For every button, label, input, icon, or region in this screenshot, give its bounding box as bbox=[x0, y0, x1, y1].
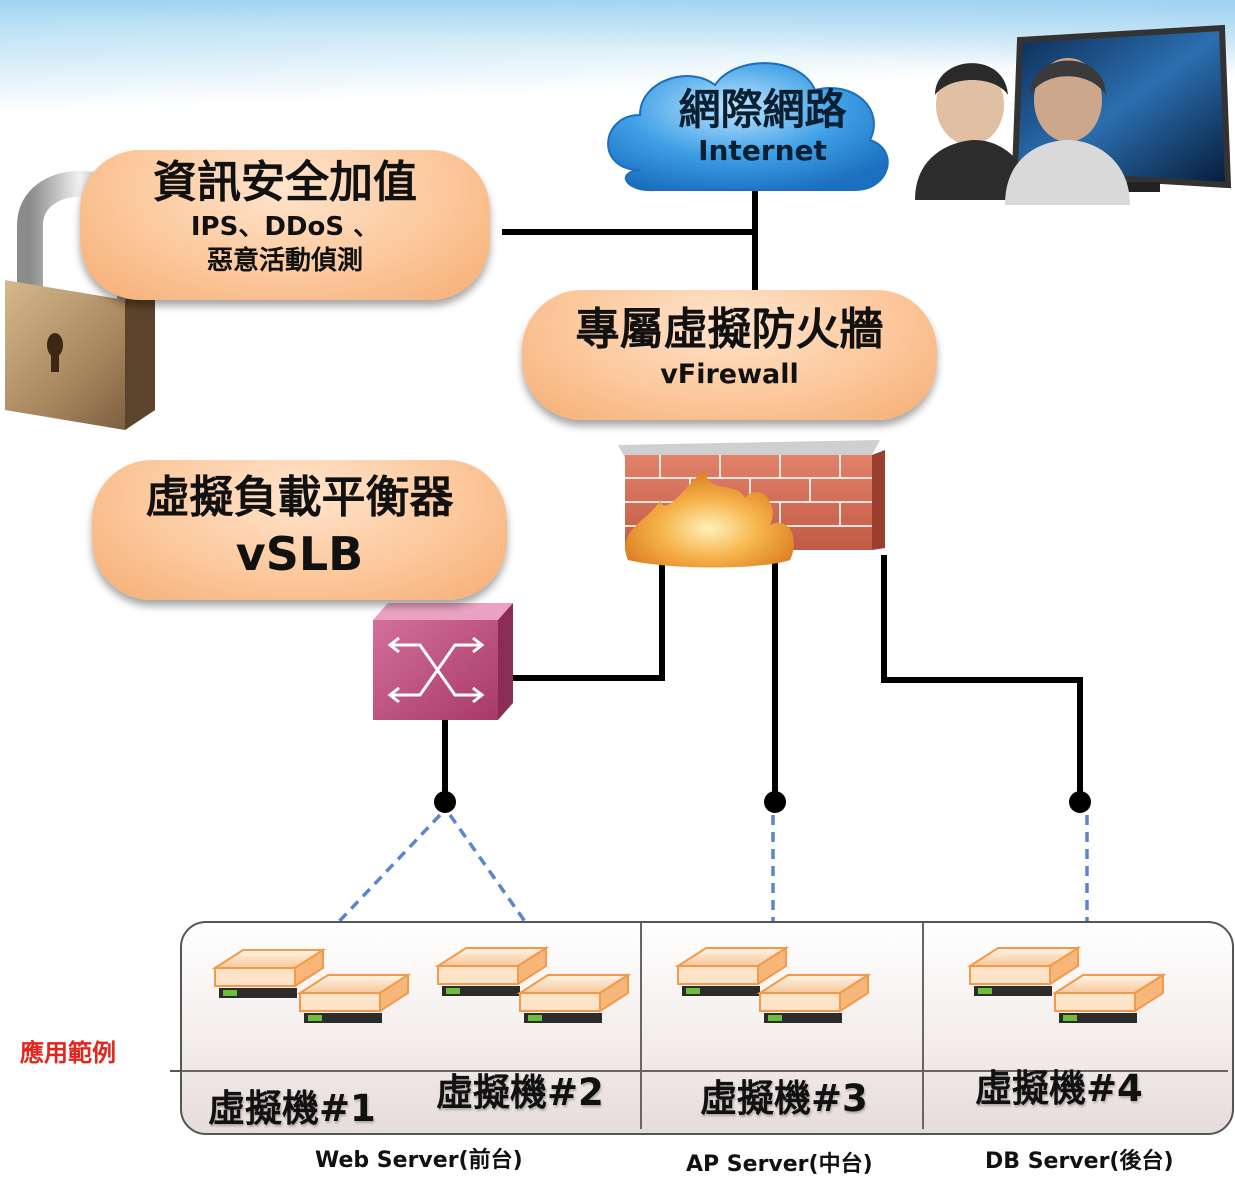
panel-divider-2 bbox=[922, 923, 924, 1129]
firewall-pill: 專屬虛擬防火牆 vFirewall bbox=[522, 290, 937, 420]
panel-divider-1 bbox=[640, 923, 642, 1129]
server-stack-icon bbox=[969, 947, 1164, 1024]
vm-label-4: 虛擬機#4 bbox=[975, 1067, 1143, 1110]
cloud-icon bbox=[607, 62, 889, 192]
users-monitor-icon bbox=[915, 24, 1232, 205]
vm-label-3: 虛擬機#3 bbox=[700, 1077, 868, 1120]
tier-caption-ap: AP Server(中台) bbox=[686, 1152, 873, 1177]
server-stack-icon bbox=[677, 947, 869, 1024]
security-title: 資訊安全加值 bbox=[153, 157, 417, 208]
junction-ap bbox=[764, 791, 786, 813]
server-stack-icon bbox=[214, 947, 629, 1024]
security-line2: 惡意活動偵測 bbox=[206, 246, 363, 276]
load-balancer-subtitle: vSLB bbox=[235, 527, 364, 581]
line-firewall-db bbox=[881, 555, 1083, 802]
security-pill: 資訊安全加值 IPS、DDoS 、 惡意活動偵測 bbox=[80, 150, 490, 300]
vm-label-1: 虛擬機#1 bbox=[208, 1087, 376, 1130]
junction-web bbox=[434, 791, 456, 813]
brick-firewall-icon bbox=[618, 440, 885, 568]
load-balancer-pill: 虛擬負載平衡器 vSLB bbox=[92, 460, 507, 600]
security-line1: IPS、DDoS 、 bbox=[190, 212, 380, 242]
load-balancer-title: 虛擬負載平衡器 bbox=[145, 472, 454, 523]
example-label-tick bbox=[170, 1070, 184, 1072]
line-firewall-switch bbox=[510, 560, 665, 681]
connection-lines bbox=[442, 185, 1083, 802]
panel-row-divider bbox=[182, 1070, 1228, 1072]
internet-subtitle: Internet bbox=[698, 134, 827, 167]
vm-label-2: 虛擬機#2 bbox=[436, 1071, 604, 1114]
internet-title: 網際網路 bbox=[678, 85, 847, 134]
tier-caption-db: DB Server(後台) bbox=[985, 1149, 1174, 1174]
junction-dots bbox=[434, 791, 1091, 813]
internet-label: 網際網路 Internet bbox=[640, 86, 885, 168]
example-label: 應用範例 bbox=[20, 1039, 116, 1067]
tier-caption-web: Web Server(前台) bbox=[315, 1148, 523, 1173]
firewall-title: 專屬虛擬防火牆 bbox=[575, 304, 884, 355]
junction-db bbox=[1069, 791, 1091, 813]
firewall-subtitle: vFirewall bbox=[660, 359, 799, 390]
padlock-icon bbox=[5, 170, 155, 430]
switch-icon bbox=[373, 603, 513, 720]
